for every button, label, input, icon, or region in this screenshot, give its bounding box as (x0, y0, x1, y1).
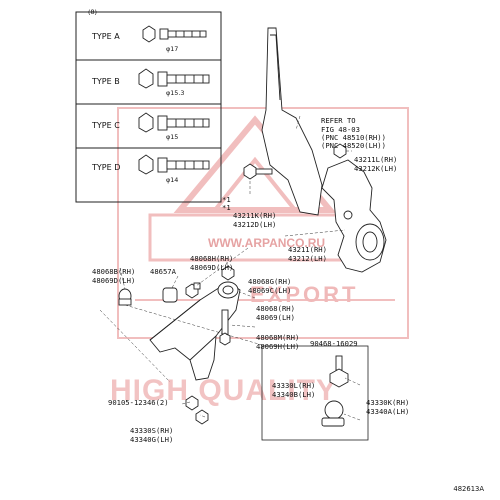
label-43330l: 43330L(RH)43340B(LH) (272, 381, 316, 399)
bushing-48068b-icon (118, 288, 132, 306)
type-a-label: TYPE A (92, 32, 120, 41)
label-48068h: 48068H(RH)48069D(LH) (190, 254, 234, 272)
label-48657a: 48657A (150, 267, 176, 276)
label-48068b: 48068B(RH)48069D(LH) (92, 267, 136, 285)
bolt-48068m-icon (219, 309, 231, 346)
type-c-diameter: φ15 (166, 133, 179, 141)
ball-joint-icon (321, 355, 349, 427)
label-43211: 43211(RH)43212(LH) (288, 245, 327, 263)
steering-knuckle (321, 159, 387, 273)
ball-joint-box (261, 345, 369, 441)
label-43211k: 43211K(RH)43212D(LH) (233, 211, 277, 229)
bolt-type-table (75, 11, 222, 203)
label-90105: 90105-12346(2) (108, 398, 169, 407)
bolt-90105-icon (185, 395, 209, 425)
leader-lines (99, 115, 361, 421)
watermark-high-quality: HIGH QUALITY (110, 374, 337, 407)
label-43330k: 43330K(RH)43340A(LH) (366, 398, 410, 416)
type-a-diameter: φ17 (166, 45, 179, 53)
type-b-diameter: φ15.3 (166, 89, 185, 97)
type-d-label: TYPE D (92, 163, 121, 172)
label-48068: 48068(RH)48069(LH) (256, 304, 295, 322)
bolt-type-a-icon (142, 25, 207, 43)
bolt-type-b-icon (138, 68, 210, 89)
watermark-url: WWW.ARPANCO.RU (208, 236, 325, 250)
bushing-48657a-icon (162, 287, 178, 303)
marker-1: *1 (222, 195, 231, 204)
bolt-43211k-icon (243, 163, 273, 180)
label-43211l: 43211L(RH)43212K(LH) (354, 155, 398, 173)
type-c-label: TYPE C (92, 121, 120, 130)
type-b-label: TYPE B (92, 77, 120, 86)
section-mark: (8) (88, 8, 98, 16)
bolt-48068g-icon (221, 265, 235, 281)
bolt-type-d-icon (138, 154, 210, 175)
marker-2: *1 (222, 203, 231, 212)
bolt-48068h-icon (185, 282, 201, 299)
watermark-export: EXPORT (250, 282, 358, 307)
label-48068m: 48068M(RH)48069H(LH) (256, 333, 300, 351)
label-48068g: 48068G(RH)48069C(LH) (248, 277, 292, 295)
strut-outline (261, 27, 323, 216)
label-43330s: 43330S(RH)43340G(LH) (130, 426, 174, 444)
bolt-type-c-icon (138, 112, 210, 133)
figure-number: 482613A (453, 485, 484, 493)
nut-43211l-icon (333, 143, 347, 159)
label-90468: 90468-16029 (310, 339, 358, 348)
type-d-diameter: φ14 (166, 176, 179, 184)
lower-control-arm (149, 281, 241, 381)
